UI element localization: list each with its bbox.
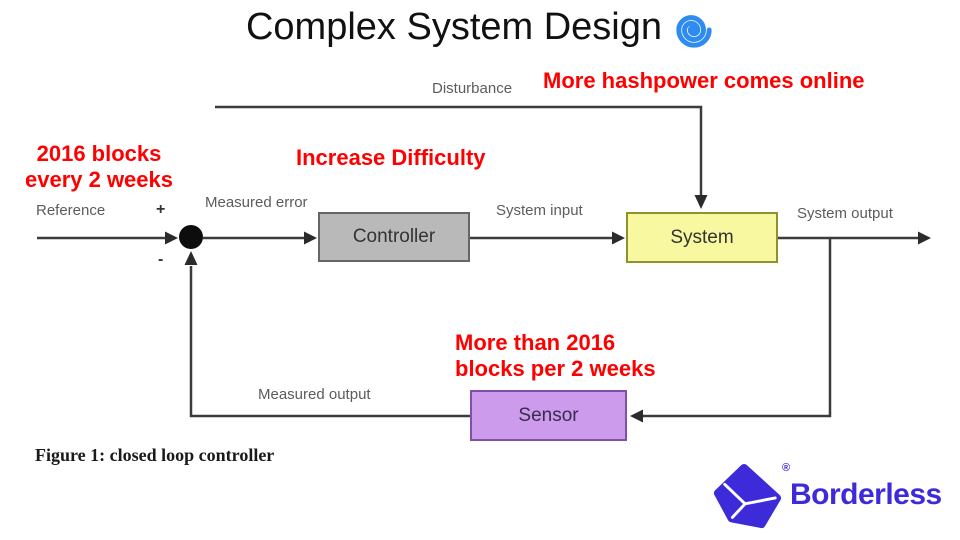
title-text: Complex System Design bbox=[245, 6, 663, 48]
disturbance-connector bbox=[215, 105, 703, 196]
disturbance-arrowhead bbox=[694, 195, 708, 209]
sensor-block: Sensor bbox=[470, 390, 627, 441]
system-input-label: System input bbox=[496, 202, 583, 219]
figure-caption: Figure 1: closed loop controller bbox=[35, 445, 275, 465]
page-title: Complex System Design bbox=[0, 6, 960, 49]
sensor-input-arrowhead bbox=[630, 409, 643, 423]
output-to-sensor-connector bbox=[642, 239, 832, 418]
reference-arrowhead bbox=[165, 231, 178, 245]
borderless-wordmark: Borderless bbox=[790, 478, 942, 511]
sensor-annotation-line2: blocks per 2 weeks bbox=[455, 356, 656, 381]
borderless-logo: ® Borderless bbox=[710, 458, 955, 534]
measured-output-label: Measured output bbox=[258, 386, 371, 403]
measured-error-arrowhead bbox=[304, 231, 317, 245]
system-output-arrowhead bbox=[918, 231, 931, 245]
sensor-label: Sensor bbox=[518, 404, 579, 426]
plus-sign: + bbox=[156, 201, 166, 218]
feedback-arrowhead bbox=[184, 251, 198, 265]
reference-annotation-line2: every 2 weeks bbox=[24, 167, 174, 192]
minus-sign: - bbox=[158, 251, 164, 268]
system-input-arrowhead bbox=[612, 231, 625, 245]
system-block: System bbox=[626, 212, 778, 263]
reference-label: Reference bbox=[36, 202, 106, 219]
reference-annotation: 2016 blocks every 2 weeks bbox=[15, 141, 183, 193]
sensor-annotation-line1: More than 2016 bbox=[455, 330, 616, 355]
system-output-label: System output bbox=[797, 205, 893, 222]
borderless-cube-icon bbox=[713, 463, 782, 529]
sensor-annotation: More than 2016 blocks per 2 weeks bbox=[455, 330, 656, 382]
cyclone-spiral-icon bbox=[676, 14, 712, 48]
controller-annotation: Increase Difficulty bbox=[296, 145, 486, 170]
registered-mark: ® bbox=[782, 462, 791, 474]
disturbance-label: Disturbance bbox=[432, 80, 513, 97]
measured-error-label: Measured error bbox=[205, 194, 308, 211]
controller-block: Controller bbox=[318, 212, 470, 262]
disturbance-annotation: More hashpower comes online bbox=[543, 68, 865, 93]
summing-junction bbox=[179, 225, 203, 249]
reference-annotation-line1: 2016 blocks bbox=[36, 141, 162, 166]
system-label: System bbox=[670, 226, 734, 248]
controller-label: Controller bbox=[352, 226, 436, 247]
sensor-feedback-connector bbox=[189, 266, 470, 418]
